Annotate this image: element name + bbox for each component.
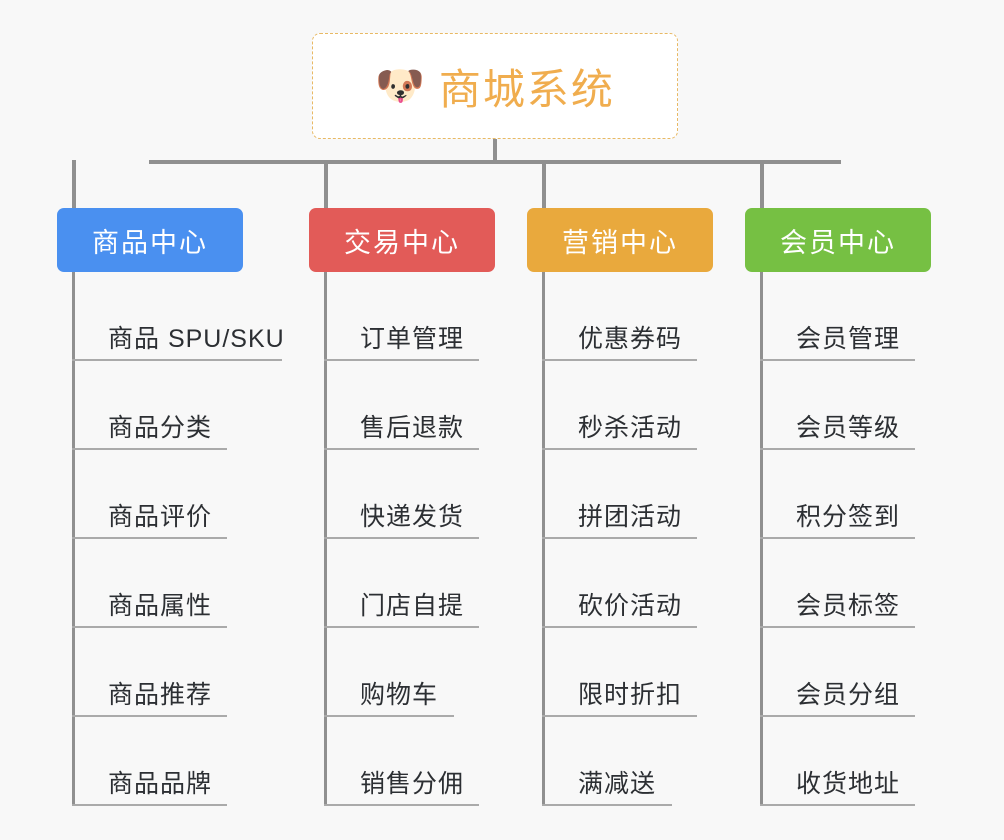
list-item-underline	[324, 448, 479, 450]
list-item-underline	[760, 537, 915, 539]
list-item-label: 砍价活动	[578, 592, 683, 620]
list-item[interactable]: 订单管理	[324, 272, 495, 361]
category-box-member-center[interactable]: 会员中心	[745, 208, 931, 272]
list-item-label: 会员管理	[796, 325, 901, 353]
column-trade-center: 交易中心订单管理售后退款快递发货门店自提购物车销售分佣	[309, 208, 495, 806]
list-item-underline	[542, 626, 697, 628]
list-item-underline	[542, 804, 672, 806]
connector-drop-trade-center	[324, 160, 328, 209]
category-title: 商品中心	[92, 227, 208, 258]
list-item-underline	[324, 804, 479, 806]
list-item[interactable]: 商品属性	[72, 539, 303, 628]
column-marketing-center: 营销中心优惠券码秒杀活动拼团活动砍价活动限时折扣满减送	[527, 208, 713, 806]
list-item-underline	[324, 537, 479, 539]
list-item-label: 会员标签	[796, 592, 901, 620]
list-item[interactable]: 拼团活动	[542, 450, 713, 539]
list-item-label: 收货地址	[796, 770, 901, 798]
category-box-product-center[interactable]: 商品中心	[57, 208, 243, 272]
list-item-label: 会员分组	[796, 681, 901, 709]
list-item[interactable]: 满减送	[542, 717, 713, 806]
list-item[interactable]: 会员等级	[760, 361, 931, 450]
list-item-label: 销售分佣	[360, 770, 465, 798]
list-item-label: 限时折扣	[578, 681, 683, 709]
list-item[interactable]: 砍价活动	[542, 539, 713, 628]
list-item[interactable]: 购物车	[324, 628, 495, 717]
item-list-trade-center: 订单管理售后退款快递发货门店自提购物车销售分佣	[324, 272, 495, 806]
list-item-label: 满减送	[578, 770, 657, 798]
list-item[interactable]: 商品评价	[72, 450, 303, 539]
list-item-underline	[72, 715, 227, 717]
connector-horizontal-bar	[149, 160, 841, 164]
list-item-label: 售后退款	[360, 414, 465, 442]
list-item-label: 商品推荐	[108, 681, 213, 709]
connector-drop-member-center	[760, 160, 764, 209]
root-node-shop-system[interactable]: 🐶 商城系统	[312, 33, 678, 139]
list-item-label: 积分签到	[796, 503, 901, 531]
list-item-label: 商品属性	[108, 592, 213, 620]
list-item-underline	[72, 537, 227, 539]
category-box-marketing-center[interactable]: 营销中心	[527, 208, 713, 272]
list-item[interactable]: 会员分组	[760, 628, 931, 717]
list-item-underline	[760, 448, 915, 450]
list-item-underline	[72, 804, 227, 806]
item-list-product-center: 商品 SPU/SKU 商品分类商品评价商品属性商品推荐商品品牌	[72, 272, 303, 806]
list-item-underline	[760, 359, 915, 361]
category-title: 营销中心	[562, 227, 678, 258]
list-item-label: 商品评价	[108, 503, 213, 531]
list-item-underline	[542, 537, 697, 539]
list-item[interactable]: 收货地址	[760, 717, 931, 806]
list-item-label: 商品 SPU/SKU	[108, 325, 285, 353]
list-item-label: 购物车	[360, 681, 439, 709]
list-item-label: 会员等级	[796, 414, 901, 442]
item-list-member-center: 会员管理会员等级积分签到会员标签会员分组收货地址	[760, 272, 931, 806]
list-item-underline	[324, 359, 479, 361]
list-item-label: 商品品牌	[108, 770, 213, 798]
category-title: 交易中心	[344, 227, 460, 258]
list-item-label: 秒杀活动	[578, 414, 683, 442]
connector-drop-marketing-center	[542, 160, 546, 209]
list-item-underline	[760, 715, 915, 717]
list-item-underline	[324, 715, 454, 717]
list-item[interactable]: 商品推荐	[72, 628, 303, 717]
list-item-underline	[542, 448, 697, 450]
shiba-dog-face-icon: 🐶	[375, 64, 425, 108]
list-item[interactable]: 商品品牌	[72, 717, 303, 806]
list-item[interactable]: 商品分类	[72, 361, 303, 450]
list-item[interactable]: 快递发货	[324, 450, 495, 539]
list-item[interactable]: 积分签到	[760, 450, 931, 539]
list-item-label: 订单管理	[360, 325, 465, 353]
root-node-title: 商城系统	[438, 65, 615, 113]
list-item-underline	[542, 715, 697, 717]
list-item-underline	[324, 626, 479, 628]
list-item-label: 门店自提	[360, 592, 465, 620]
column-member-center: 会员中心会员管理会员等级积分签到会员标签会员分组收货地址	[745, 208, 931, 806]
list-item[interactable]: 秒杀活动	[542, 361, 713, 450]
list-item-underline	[760, 626, 915, 628]
list-item[interactable]: 售后退款	[324, 361, 495, 450]
list-item-label: 优惠券码	[578, 325, 683, 353]
item-list-marketing-center: 优惠券码秒杀活动拼团活动砍价活动限时折扣满减送	[542, 272, 713, 806]
category-title: 会员中心	[780, 227, 896, 258]
list-item-underline	[72, 359, 282, 361]
list-item-underline	[72, 626, 227, 628]
list-item[interactable]: 限时折扣	[542, 628, 713, 717]
connector-drop-product-center	[72, 160, 76, 209]
list-item[interactable]: 会员标签	[760, 539, 931, 628]
list-item[interactable]: 销售分佣	[324, 717, 495, 806]
list-item[interactable]: 优惠券码	[542, 272, 713, 361]
list-item-label: 快递发货	[360, 503, 465, 531]
connector-root-stem	[493, 139, 497, 163]
list-item[interactable]: 商品 SPU/SKU	[72, 272, 303, 361]
list-item-underline	[72, 448, 227, 450]
list-item[interactable]: 门店自提	[324, 539, 495, 628]
list-item-label: 商品分类	[108, 414, 213, 442]
category-box-trade-center[interactable]: 交易中心	[309, 208, 495, 272]
column-product-center: 商品中心商品 SPU/SKU 商品分类商品评价商品属性商品推荐商品品牌	[57, 208, 303, 806]
list-item-label: 拼团活动	[578, 503, 683, 531]
list-item-underline	[542, 359, 697, 361]
list-item-underline	[760, 804, 915, 806]
list-item[interactable]: 会员管理	[760, 272, 931, 361]
